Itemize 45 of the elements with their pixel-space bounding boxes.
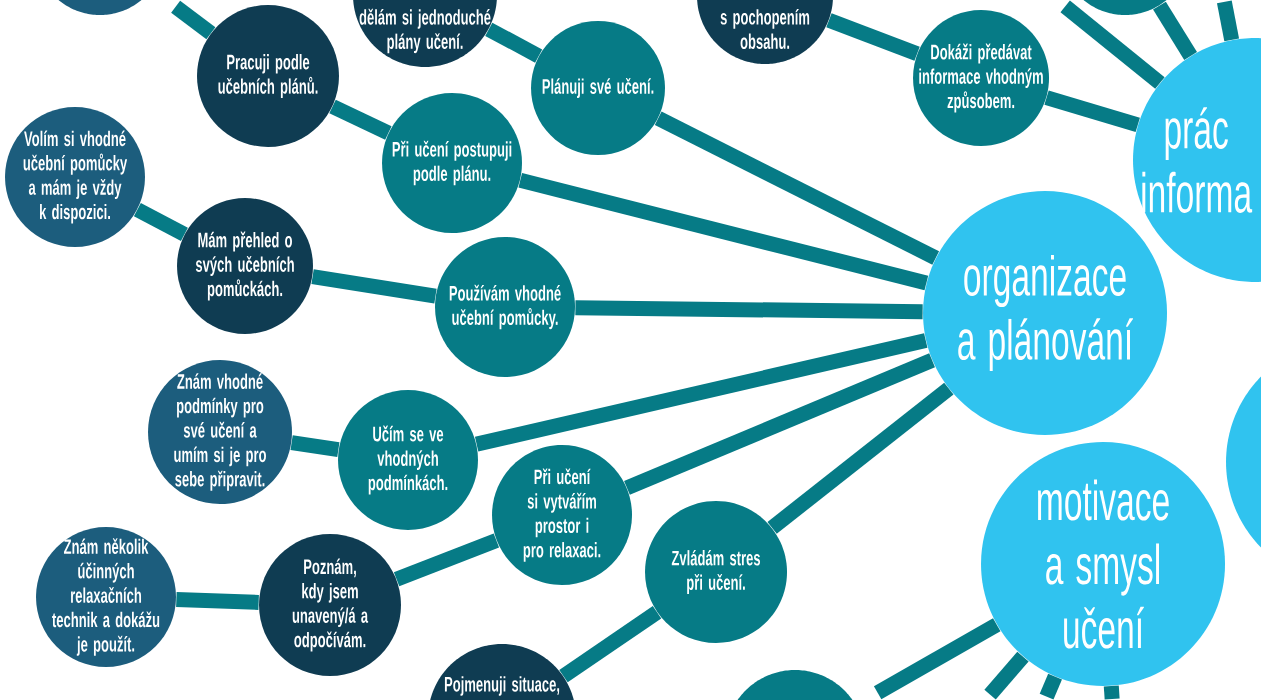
connector-line xyxy=(559,606,662,683)
skill-bubble: s pochopením obsahu. xyxy=(697,0,833,64)
skill-bubble: Znám vhodné podmínky pro své učení a umím si je pro sebe připravit. xyxy=(148,360,292,504)
bubble xyxy=(1083,0,1167,15)
connector-line xyxy=(984,651,1029,700)
bubble xyxy=(1226,376,1261,548)
skill-bubble: Pojmenuji situace, xyxy=(430,644,574,700)
connector-line xyxy=(1039,673,1062,700)
skill-bubble: Používám vhodné učební pomůcky. xyxy=(435,237,575,377)
connector-line xyxy=(290,435,340,458)
skill-bubble: Učím se ve vhodných podmínkách. xyxy=(338,390,478,530)
connector-line xyxy=(311,269,437,304)
connector-line xyxy=(1216,0,1240,42)
connector-line xyxy=(654,111,940,265)
connector-line xyxy=(474,333,928,452)
connector-line xyxy=(1060,0,1165,89)
topic-bubble: prác informa xyxy=(1133,38,1261,282)
connector-line xyxy=(393,533,500,587)
skill-bubble: Poznám, kdy jsem unavený/á a odpočívám. xyxy=(259,534,401,676)
connector-line xyxy=(518,173,929,291)
skill-bubble: Plánuji své učení. xyxy=(531,21,665,155)
skill-bubble: Mám přehled o svých učebních pomůckách. xyxy=(177,198,313,334)
connector-line xyxy=(1153,1,1197,60)
connector-line xyxy=(1044,90,1140,133)
connector-line xyxy=(485,22,543,63)
skill-bubble: Při učení postupuji podle plánu. xyxy=(382,93,522,233)
connector-line xyxy=(624,353,935,495)
connector-line xyxy=(176,592,259,610)
skill-bubble: Při učení si vytvářím prostor i pro relaxaci. xyxy=(492,445,632,585)
skill-bubble: dělám si jednoduché plány učení. xyxy=(353,0,497,67)
connector-line xyxy=(171,0,216,40)
topic-bubble: motivace a smysl učení xyxy=(981,442,1225,686)
connector-line xyxy=(767,382,954,534)
skill-bubble: Zvládám stres při učení. xyxy=(645,501,787,643)
connector-line xyxy=(1103,685,1120,700)
skill-bubble: Dokáži předávat informace vhodným způsobem. xyxy=(913,10,1049,146)
bubble xyxy=(737,670,853,700)
connector-line xyxy=(329,99,392,140)
connector-line xyxy=(826,13,920,61)
skill-bubble: Znám několik účinných relaxačních technik a dokážu je použít. xyxy=(36,527,176,667)
skill-bubble: Volím si vhodné učební pomůcky a mám je vždy k dispozici. xyxy=(5,107,145,247)
bubble xyxy=(58,0,142,15)
skill-bubble: Pracuji podle učebních plánů. xyxy=(197,5,339,147)
connector-line xyxy=(133,203,188,241)
connector-line xyxy=(873,618,1001,700)
